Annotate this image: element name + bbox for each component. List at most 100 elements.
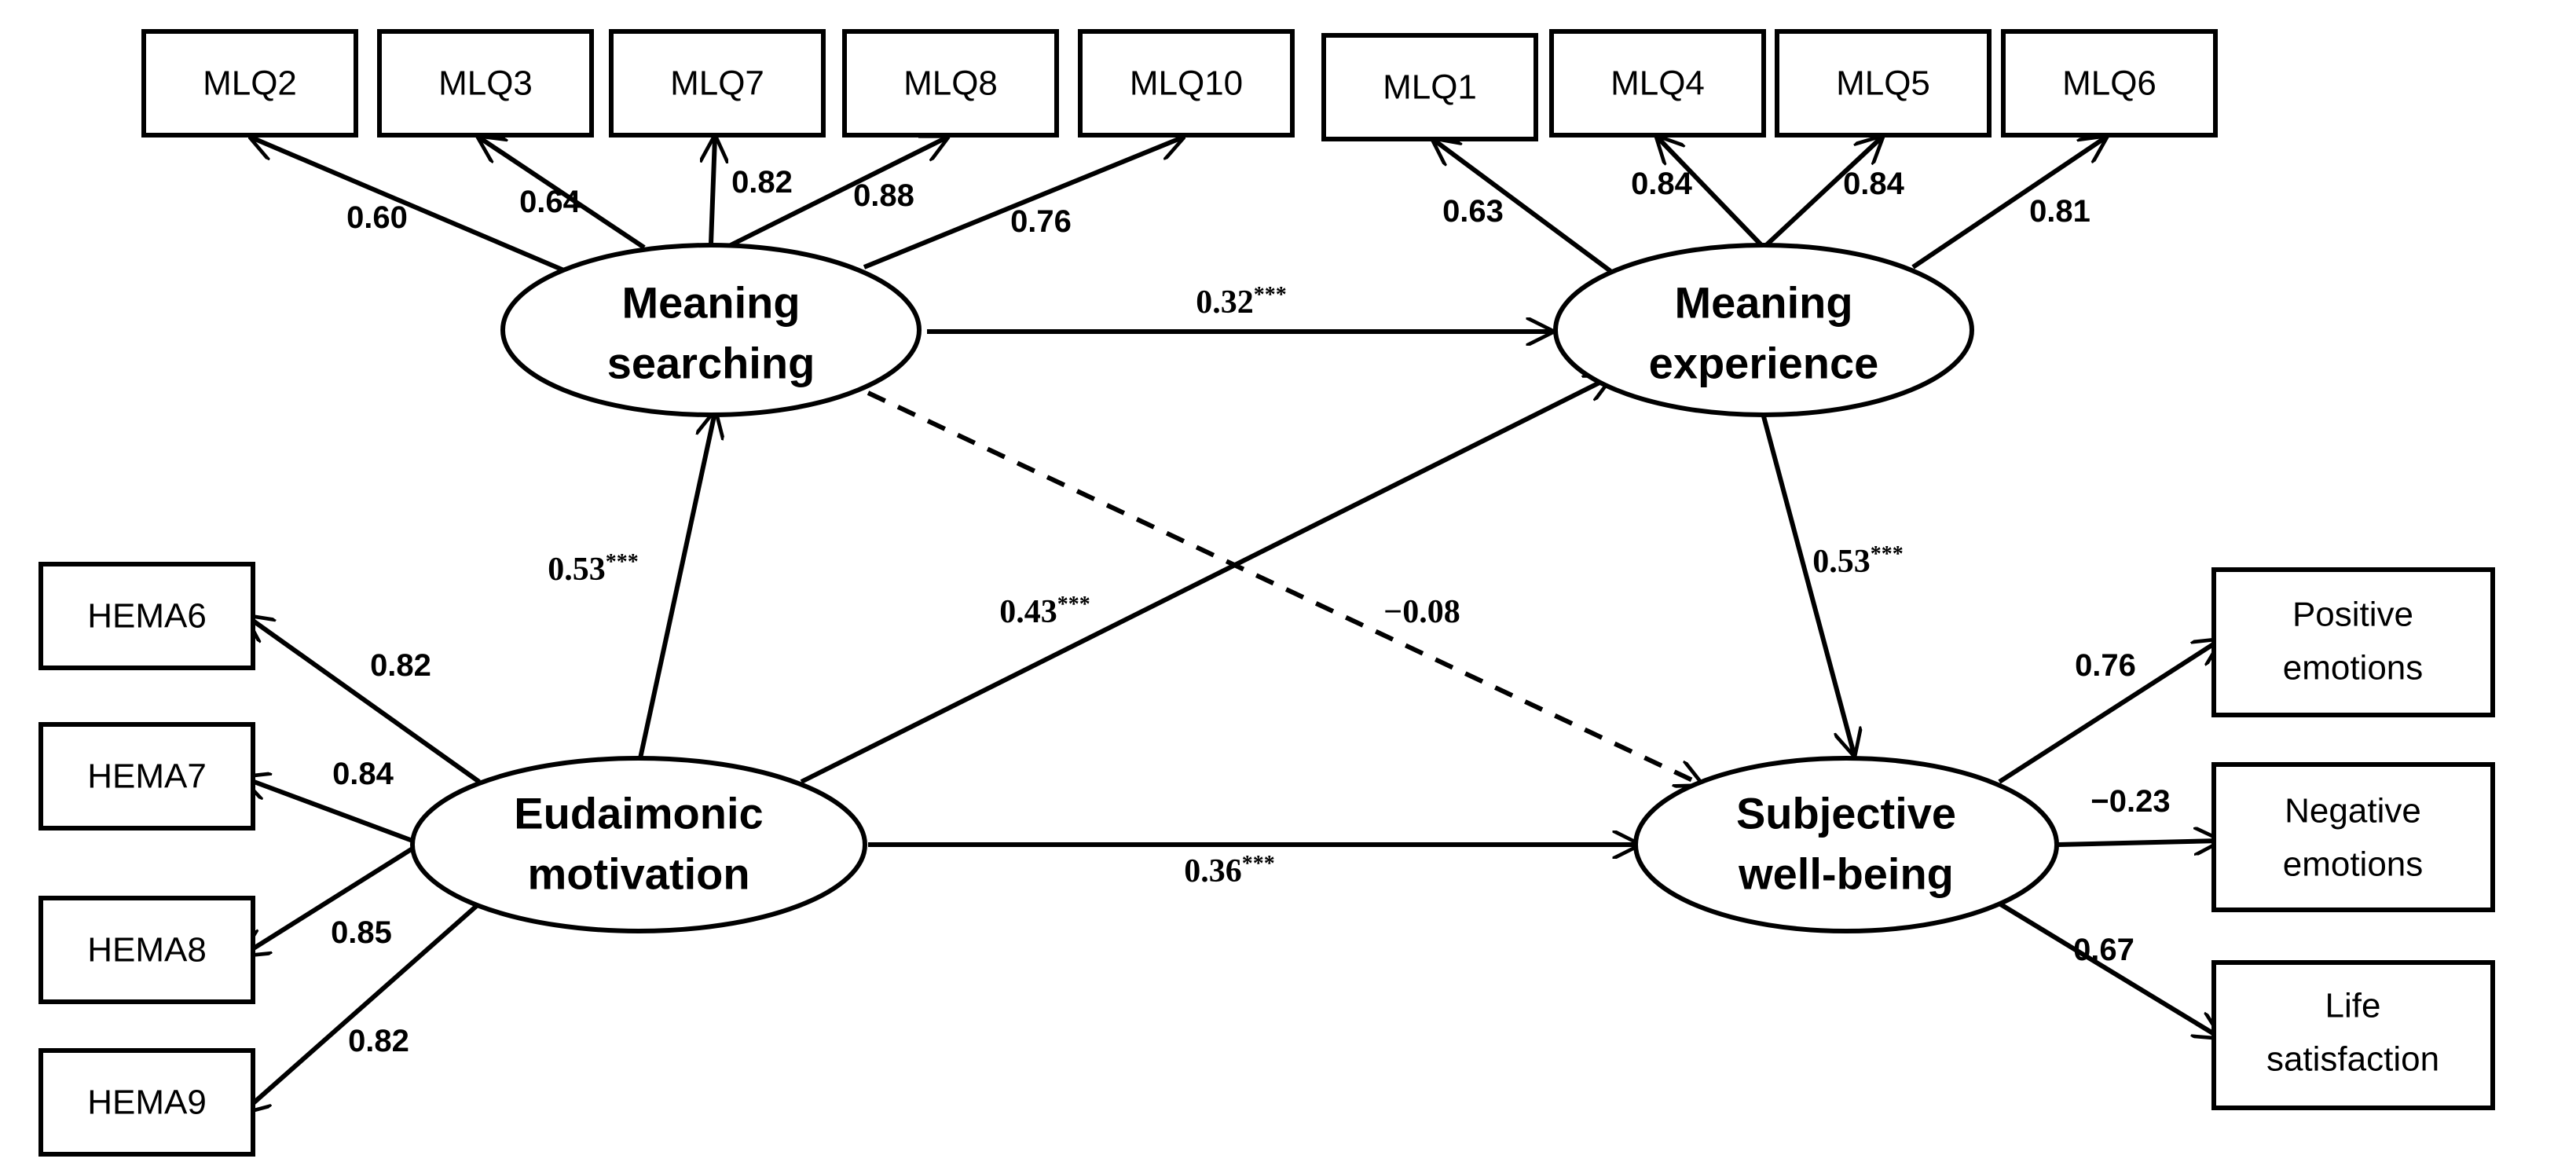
indicator-label: HEMA7 (87, 757, 207, 796)
loading-mlq6: 0.81 (2029, 194, 2090, 229)
indicator-hema8: HEMA8 (38, 896, 255, 1004)
coef-experience-swb: 0.53*** (1812, 542, 1904, 580)
latent-meaning-searching: Meaning searching (500, 243, 922, 417)
latent-subjective-well-being: Subjective well-being (1633, 756, 2059, 933)
loading-hema6: 0.82 (370, 648, 431, 683)
edge-swb-life (1998, 901, 2219, 1037)
edge-search-mlq8 (729, 138, 947, 248)
loading-mlq5: 0.84 (1843, 167, 1905, 201)
coef-search-swb: −0.08 (1383, 594, 1460, 630)
indicator-label: MLQ1 (1383, 68, 1477, 107)
indicator-mlq4: MLQ4 (1549, 29, 1766, 138)
coef-value: 0.53 (1812, 544, 1871, 580)
indicator-negative-emotions: Negative emotions (2211, 762, 2495, 912)
loading-hema8: 0.85 (331, 915, 392, 950)
latent-label: motivation (527, 849, 749, 899)
edge-search-mlq7 (711, 138, 715, 244)
indicator-mlq1: MLQ1 (1321, 33, 1538, 141)
latent-label: Eudaimonic (514, 789, 763, 838)
path-experience-swb (1761, 416, 1854, 754)
latent-meaning-experience: Meaning experience (1553, 243, 1974, 417)
edge-exp-mlq1 (1434, 140, 1612, 273)
coef-sig: *** (1057, 592, 1090, 617)
indicator-label: MLQ8 (903, 64, 998, 103)
loading-mlq8: 0.88 (853, 178, 914, 213)
latent-label: experience (1649, 339, 1879, 388)
indicator-mlq5: MLQ5 (1775, 29, 1992, 138)
coef-sig: *** (1254, 283, 1287, 307)
loading-mlq7: 0.82 (731, 165, 793, 200)
coef-eud-experience: 0.43*** (999, 592, 1090, 630)
loading-mlq1: 0.63 (1442, 194, 1504, 229)
indicator-life-satisfaction: Life satisfaction (2211, 960, 2495, 1110)
loading-positive-emotions: 0.76 (2075, 648, 2136, 683)
coef-sig: *** (1871, 542, 1904, 566)
edge-search-mlq10 (863, 138, 1182, 270)
edge-search-mlq3 (479, 138, 646, 250)
indicator-label: Negative (2285, 792, 2421, 830)
coef-sig: *** (606, 550, 639, 574)
coef-eud-search: 0.53*** (548, 550, 639, 588)
edge-exp-mlq5 (1761, 138, 1882, 250)
edge-exp-mlq6 (1911, 138, 2105, 270)
loading-negative-emotions: −0.23 (2090, 784, 2170, 819)
indicator-mlq7: MLQ7 (609, 29, 826, 138)
indicator-label: MLQ6 (2062, 64, 2156, 103)
indicator-hema6: HEMA6 (38, 562, 255, 670)
indicator-mlq3: MLQ3 (377, 29, 594, 138)
latent-label: Meaning (621, 278, 800, 328)
indicator-label: HEMA6 (87, 597, 207, 636)
edge-exp-mlq4 (1658, 138, 1766, 250)
indicator-label: Life (2325, 987, 2381, 1025)
edge-eud-hema9 (244, 901, 481, 1112)
loading-mlq10: 0.76 (1010, 204, 1072, 239)
edge-eud-hema6 (247, 617, 481, 784)
path-search-swb (867, 390, 1701, 784)
indicator-mlq10: MLQ10 (1078, 29, 1295, 138)
indicator-hema7: HEMA7 (38, 722, 255, 830)
indicator-label: MLQ4 (1610, 64, 1705, 103)
latent-label: Subjective (1736, 789, 1956, 838)
indicator-label: emotions (2283, 845, 2424, 884)
indicator-label: MLQ10 (1130, 64, 1243, 103)
indicator-label: satisfaction (2266, 1040, 2439, 1079)
loading-mlq3: 0.64 (519, 185, 581, 219)
coef-value: −0.08 (1383, 594, 1460, 630)
indicator-label: HEMA8 (87, 931, 207, 970)
loading-hema7: 0.84 (332, 757, 394, 791)
path-eud-experience (800, 377, 1610, 784)
latent-label: searching (607, 339, 815, 388)
indicator-label: MLQ5 (1836, 64, 1930, 103)
edge-search-mlq2 (251, 138, 567, 273)
coef-eud-swb: 0.36*** (1184, 852, 1275, 889)
indicator-label: emotions (2283, 649, 2424, 688)
indicator-positive-emotions: Positive emotions (2211, 567, 2495, 717)
latent-eudaimonic-motivation: Eudaimonic motivation (410, 756, 867, 933)
loading-hema9: 0.82 (348, 1024, 409, 1058)
latent-label: well-being (1738, 849, 1954, 899)
loading-mlq4: 0.84 (1631, 167, 1693, 201)
path-eud-search (638, 412, 715, 759)
edge-eud-hema8 (244, 846, 414, 955)
coef-value: 0.36 (1184, 853, 1242, 889)
coef-value: 0.32 (1196, 284, 1254, 321)
indicator-mlq6: MLQ6 (2001, 29, 2218, 138)
indicator-hema9: HEMA9 (38, 1048, 255, 1157)
indicator-label: MLQ2 (203, 64, 297, 103)
indicator-mlq2: MLQ2 (141, 29, 358, 138)
indicator-label: MLQ3 (438, 64, 533, 103)
coef-sig: *** (1242, 852, 1275, 876)
indicator-label: HEMA9 (87, 1084, 207, 1122)
coef-value: 0.43 (999, 594, 1057, 630)
indicator-label: Positive (2292, 596, 2413, 634)
indicator-mlq8: MLQ8 (842, 29, 1059, 138)
edge-swb-positive (1998, 640, 2219, 784)
coef-value: 0.53 (548, 552, 606, 588)
loading-mlq2: 0.60 (346, 200, 408, 235)
latent-label: Meaning (1674, 278, 1852, 328)
edge-swb-negative (2058, 841, 2219, 845)
indicator-label: MLQ7 (670, 64, 764, 103)
edge-eud-hema7 (244, 778, 414, 843)
loading-life-satisfaction: 0.67 (2073, 933, 2134, 967)
